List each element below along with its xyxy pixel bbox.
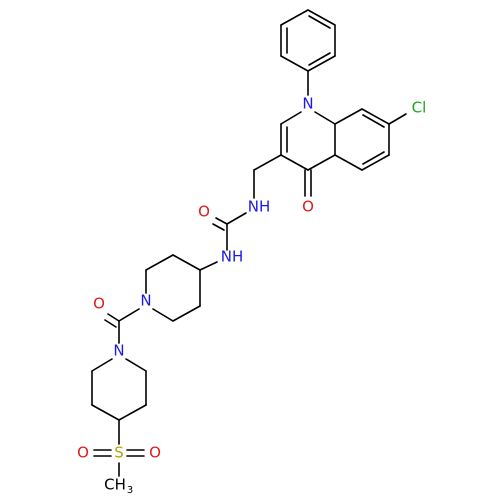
bond [361, 154, 390, 171]
bond [212, 223, 225, 231]
atom-n1: N [302, 95, 313, 113]
atom-n-piperidine-1: N [140, 292, 151, 310]
bond [107, 313, 120, 322]
bond [104, 319, 117, 328]
bond [334, 154, 363, 171]
bond [91, 404, 120, 421]
atom-labels: N Cl O NH O NH N O N S O O CH 3 [77, 95, 426, 497]
atom-o-amide: O [93, 295, 105, 313]
bond [308, 15, 331, 29]
bond [125, 358, 147, 372]
bond [145, 254, 174, 271]
atom-s: S [114, 444, 124, 462]
atom-ch3: CH [104, 476, 126, 494]
atom-o-sulfonyl-right: O [149, 444, 161, 462]
bond [172, 254, 201, 271]
bond [280, 111, 302, 125]
bond [118, 404, 147, 421]
bond [91, 358, 113, 372]
atom-ch3-subscript: 3 [127, 485, 133, 496]
atom-o-ketone: O [302, 198, 314, 216]
bond [118, 308, 140, 322]
bond [199, 261, 218, 271]
bond [307, 55, 336, 72]
bond [362, 114, 385, 128]
bond [226, 212, 247, 225]
bond [152, 308, 174, 322]
bond [172, 305, 201, 322]
atom-o-sulfonyl-left: O [77, 444, 89, 462]
bond [388, 113, 407, 125]
bond [308, 52, 331, 66]
atom-nh-urea-upper: NH [248, 198, 271, 216]
atom-cl: Cl [412, 99, 427, 117]
bond [307, 9, 336, 26]
bond [334, 108, 363, 125]
bonds [91, 9, 407, 477]
atom-nh-urea-lower: NH [221, 248, 244, 266]
bond [280, 9, 309, 26]
bond [307, 154, 336, 171]
bond [253, 154, 282, 171]
atom-n-piperidine-2: N [113, 342, 124, 360]
bond [362, 151, 385, 165]
atom-o-urea: O [198, 203, 210, 221]
bond [215, 217, 228, 225]
bond [280, 154, 309, 171]
bond [280, 55, 309, 72]
bond [361, 108, 390, 125]
bond [314, 111, 336, 125]
